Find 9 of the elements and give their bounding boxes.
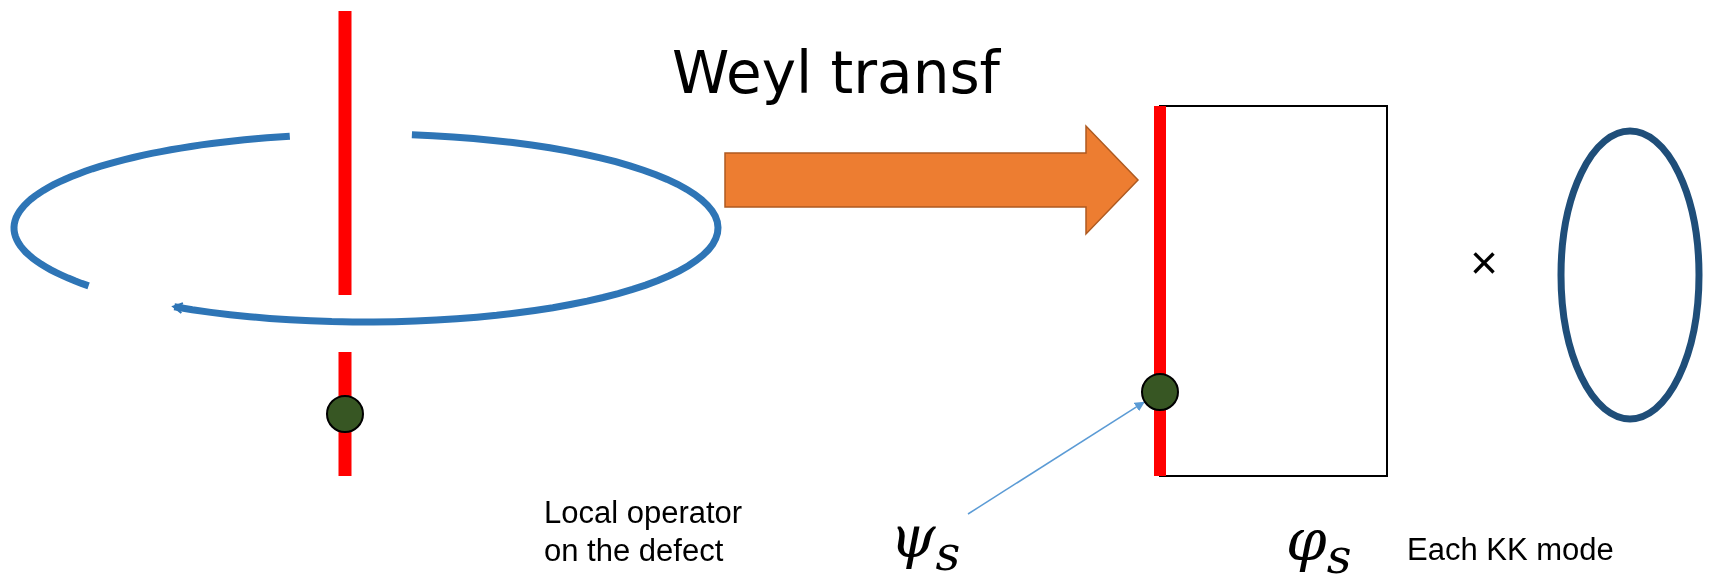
mode-symbol: φ$_{s}$: [1286, 508, 1353, 581]
edge-label: Weyl transf: [672, 38, 1001, 108]
leader-line: [967, 401, 1145, 515]
operator-symbol: ψ$_{s}$: [890, 505, 970, 577]
annotation-text: Each KK mode: [1407, 531, 1615, 569]
annotation-text: Local operator on the defect: [544, 494, 744, 570]
operator-dot: [1141, 373, 1179, 411]
block-arrow: [724, 124, 1140, 236]
times-sign: ×: [1470, 238, 1500, 288]
